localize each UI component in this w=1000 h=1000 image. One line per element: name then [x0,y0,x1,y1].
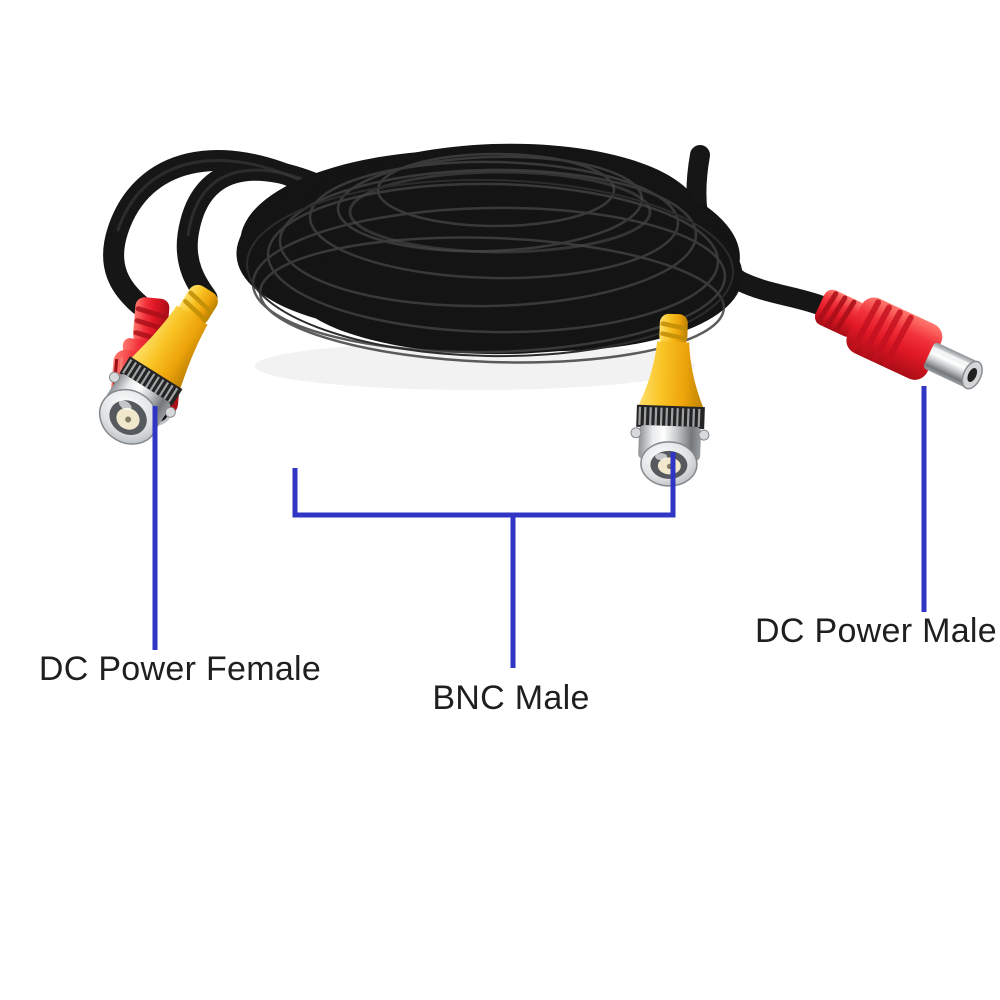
label-bnc-male: BNC Male [432,679,590,717]
label-dc-power-male: DC Power Male [755,612,997,650]
annotation-lines [152,386,927,668]
dc-male-tip-hole [967,367,978,383]
label-dc-power-female: DC Power Female [38,650,322,688]
bnc-male-connector-left [98,284,218,445]
cable-coil [236,143,743,364]
bnc-male-connector-right [630,313,710,487]
coil-shadow [255,342,695,390]
dc-power-male-connector [814,289,983,390]
cable-strands-left [103,150,351,316]
annotation-bracket-bnc [292,452,676,518]
